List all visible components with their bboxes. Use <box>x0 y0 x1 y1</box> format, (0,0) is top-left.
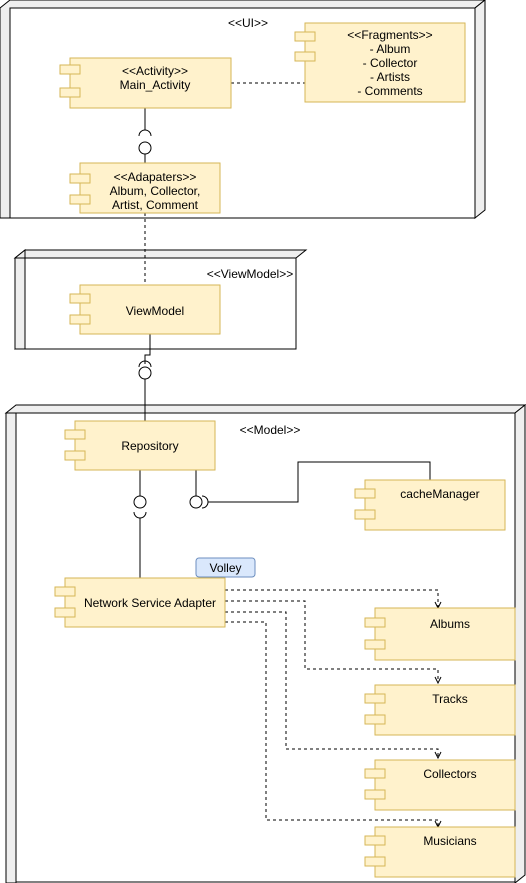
component-collectors[interactable]: Collectors <box>364 759 516 811</box>
repository-lollipop-bottom <box>133 495 147 509</box>
cache-manager-name: cacheManager <box>400 487 479 501</box>
dep-albums <box>225 589 438 608</box>
albums-name: Albums <box>430 617 470 631</box>
adapters-line-2: Artist, Comment <box>112 198 199 212</box>
component-viewmodel[interactable]: ViewModel <box>69 284 221 335</box>
cache-lollipop <box>189 495 203 509</box>
fragments-comments: - Comments <box>357 84 422 98</box>
volley-label: Volley <box>209 561 241 575</box>
tracks-name: Tracks <box>432 692 468 706</box>
fragments-album: - Album <box>370 42 411 56</box>
musicians-name: Musicians <box>423 834 476 848</box>
component-network-adapter[interactable]: Network Service Adapter <box>54 577 226 628</box>
component-repository[interactable]: Repository <box>64 420 216 471</box>
ui-stereotype: <<UI>> <box>228 16 268 30</box>
network-adapter-name: Network Service Adapter <box>84 596 216 610</box>
viewmodel-socket <box>138 360 152 368</box>
component-albums[interactable]: Albums <box>364 607 516 661</box>
model-stereotype: <<Model>> <box>240 423 301 437</box>
collectors-name: Collectors <box>423 767 476 781</box>
component-musicians[interactable]: Musicians <box>364 826 516 878</box>
repository-lollipop-top <box>138 366 152 380</box>
component-main-activity[interactable]: <<Activity>> Main_Activity <box>59 57 232 109</box>
fragments-collector: - Collector <box>363 56 418 70</box>
activity-socket <box>138 129 152 137</box>
connectors <box>133 82 438 827</box>
main-activity-stereotype: <<Activity>> <box>122 64 188 78</box>
viewmodel-name: ViewModel <box>126 304 184 318</box>
repository-name: Repository <box>121 439 178 453</box>
main-activity-name: Main_Activity <box>120 78 191 92</box>
dep-collectors <box>225 611 438 758</box>
viewmodel-stereotype: <<ViewModel>> <box>207 267 294 281</box>
volley-tag: Volley <box>195 557 256 578</box>
fragments-artists: - Artists <box>370 70 410 84</box>
component-cache-manager[interactable]: cacheManager <box>354 479 506 531</box>
adapters-stereotype: <<Adapaters>> <box>114 170 197 184</box>
fragments-stereotype: <<Fragments>> <box>347 28 432 42</box>
component-tracks[interactable]: Tracks <box>364 684 516 736</box>
component-fragments[interactable]: <<Fragments>> - Album - Collector - Arti… <box>294 22 466 103</box>
adapters-line-1: Album, Collector, <box>110 184 201 198</box>
component-adapters[interactable]: <<Adapaters>> Album, Collector, Artist, … <box>69 162 221 214</box>
